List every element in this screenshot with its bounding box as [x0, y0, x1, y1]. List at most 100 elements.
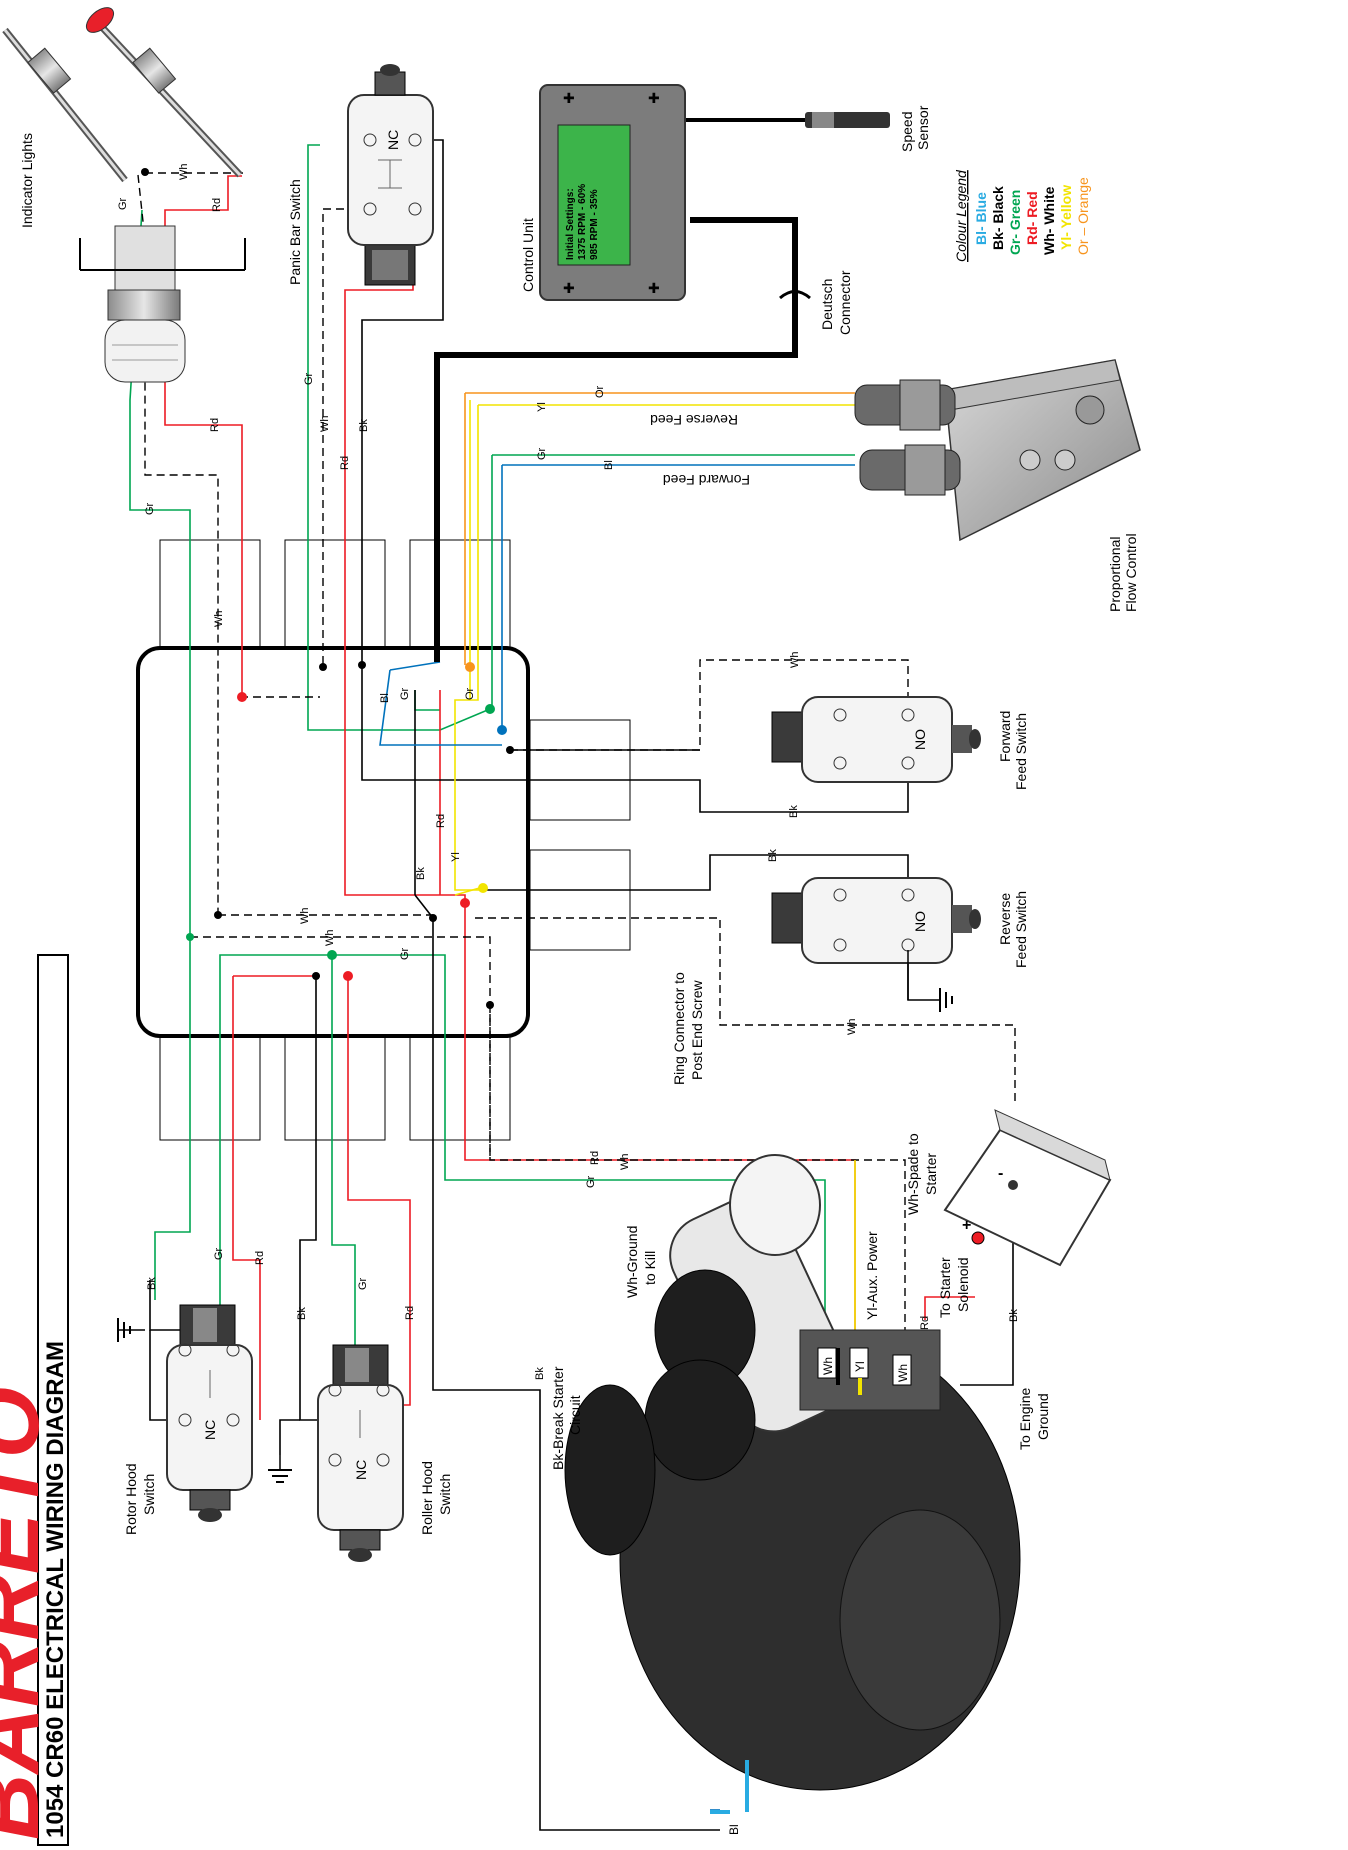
engine-wh-tag-2: Wh	[896, 1364, 910, 1382]
control-settings-line-3: 985 RPM - 35%	[589, 189, 600, 260]
to-engine-ground-label-2: Ground	[1035, 1393, 1051, 1440]
panic-bar-switch-label: Panic Bar Switch	[287, 179, 303, 285]
engine-wh-tag-1: Wh	[821, 1357, 835, 1375]
wire-label: Bk	[415, 867, 427, 880]
wire-label: Bk	[296, 1307, 308, 1320]
wire-label: Wh	[299, 908, 311, 925]
wire-label: Gr	[213, 1247, 225, 1260]
screw-icon: ✚	[563, 280, 575, 296]
wire-label: Wh	[846, 1019, 858, 1036]
roller-hood-switch-label-1: Roller Hood	[419, 1461, 435, 1535]
forward-switch-no-label: NO	[912, 729, 928, 750]
wire-label: Wh	[789, 652, 801, 669]
wh-ground-kill-label-2: to Kill	[642, 1251, 658, 1285]
wire-label: Rd	[254, 1251, 266, 1265]
wire-label: Rd	[211, 198, 223, 212]
wire-label: Wh	[619, 1154, 631, 1171]
control-settings-line-2: 1375 RPM - 60%	[577, 184, 588, 260]
bk-break-starter-label-1: Bk-Break Starter	[550, 1366, 566, 1470]
wire-label: Rd	[589, 1151, 601, 1165]
rotor-hood-switch: NC Rotor Hood Switch	[117, 1304, 253, 1535]
wire-label: Rd	[339, 456, 351, 470]
screw-icon: ✚	[648, 280, 660, 296]
wire-label: Or	[464, 687, 476, 700]
wire-label: Wh	[319, 416, 331, 433]
wire-code-labels: Gr Wh Rd Gr Rd Wh Bk Rd Gr Wh Or Yl Gr B…	[117, 164, 1020, 1381]
ring-connector-label-1: Ring Connector to	[671, 972, 687, 1085]
wire-label: Wh	[178, 164, 190, 181]
wire-label: Bl	[379, 693, 391, 703]
engine: Wh Yl Wh Bl	[564, 1154, 1021, 1835]
screw-icon: ✚	[563, 90, 575, 106]
battery-plus: +	[962, 1217, 971, 1234]
brand-logo: BARRETO	[0, 1387, 58, 1840]
wire-label: Gr	[303, 372, 315, 385]
wire-label: Gr	[399, 947, 411, 960]
rotor-hood-switch-label-1: Rotor Hood	[123, 1463, 139, 1535]
wire-label: Gr	[117, 197, 129, 210]
control-unit-label: Control Unit	[520, 218, 536, 292]
legend-yellow: Yl- Yellow	[1058, 185, 1074, 250]
roller-hood-switch-label-2: Switch	[437, 1474, 453, 1515]
wire-label: Bk	[788, 805, 800, 818]
wire-label: Bk	[534, 1367, 546, 1380]
rotor-switch-nc-label: NC	[202, 1420, 218, 1440]
forward-feed-switch-label-1: Forward	[997, 711, 1013, 762]
legend-orange: Or – Orange	[1075, 177, 1091, 255]
wh-spade-label-1: Wh-Spade to	[905, 1133, 921, 1215]
wire-label: Bk	[767, 849, 779, 862]
wh-ground-kill-label-1: Wh-Ground	[624, 1226, 640, 1298]
wiring-green	[129, 144, 855, 1426]
legend-heading: Colour Legend	[953, 169, 969, 262]
wire-label: Or	[594, 385, 606, 398]
battery: + -	[943, 1109, 1112, 1267]
main-junction-box	[136, 539, 631, 1141]
speed-sensor-label-1: Speed	[899, 112, 915, 152]
speed-sensor: Speed Sensor	[805, 105, 931, 152]
screw-icon: ✚	[648, 90, 660, 106]
ring-connector-label-2: Post End Screw	[689, 980, 705, 1080]
wiring-blue	[379, 464, 855, 1811]
forward-feed-switch: NO Forward Feed Switch	[771, 696, 1029, 790]
wire-label: Gr	[585, 1175, 597, 1188]
yl-aux-power-label: Yl-Aux. Power	[864, 1231, 880, 1320]
wire-label: Yl	[536, 402, 548, 412]
to-starter-solenoid-label-2: Solenoid	[955, 1258, 971, 1313]
wire-label: Rd	[919, 1316, 931, 1330]
wire-label: Rd	[404, 1306, 416, 1320]
wire-label: Gr	[144, 502, 156, 515]
rotor-hood-switch-label-2: Switch	[141, 1474, 157, 1515]
wire-label: Rd	[209, 418, 221, 432]
wh-spade-label-2: Starter	[923, 1153, 939, 1195]
wire-label: Gr	[357, 1277, 369, 1290]
reverse-feed-switch-label-2: Feed Switch	[1013, 891, 1029, 968]
wire-label: Rd	[435, 814, 447, 828]
to-starter-solenoid-label-1: To Starter	[937, 1257, 953, 1318]
roller-hood-switch: NC Roller Hood Switch	[268, 1344, 453, 1562]
deutsch-connector-label-1: Deutsch	[819, 279, 835, 330]
roller-switch-nc-label: NC	[353, 1460, 369, 1480]
legend-black: Bk- Black	[990, 186, 1006, 250]
wire-label: Bk	[146, 1277, 158, 1290]
deutsch-cable	[434, 217, 798, 662]
wire-label: Gr	[536, 447, 548, 460]
wire-label: Bl	[603, 460, 615, 470]
wiring-orange	[464, 392, 855, 665]
wire-label: Wh	[324, 930, 336, 947]
flow-control-label-1: Proportional	[1107, 537, 1123, 613]
colour-legend: Colour Legend Bl- Blue Bk- Black Gr- Gre…	[953, 169, 1091, 262]
wiring-yellow	[454, 400, 856, 1345]
bk-break-starter-label-2: Circuit	[567, 1395, 583, 1435]
reverse-feed-switch: NO Reverse Feed Switch	[771, 877, 1029, 1012]
indicator-lights-label: Indicator Lights	[19, 133, 35, 228]
engine-bl-tag: Bl	[727, 1824, 741, 1835]
engine-yl-tag: Yl	[853, 1361, 867, 1372]
deutsch-connector: Deutsch Connector	[779, 270, 853, 335]
battery-minus: -	[998, 1165, 1003, 1182]
speed-sensor-label-2: Sensor	[915, 105, 931, 150]
legend-white: Wh- White	[1041, 186, 1057, 255]
wire-label: Wh	[213, 611, 225, 628]
deutsch-connector-label-2: Connector	[837, 270, 853, 335]
panic-switch-nc-label: NC	[385, 130, 401, 150]
